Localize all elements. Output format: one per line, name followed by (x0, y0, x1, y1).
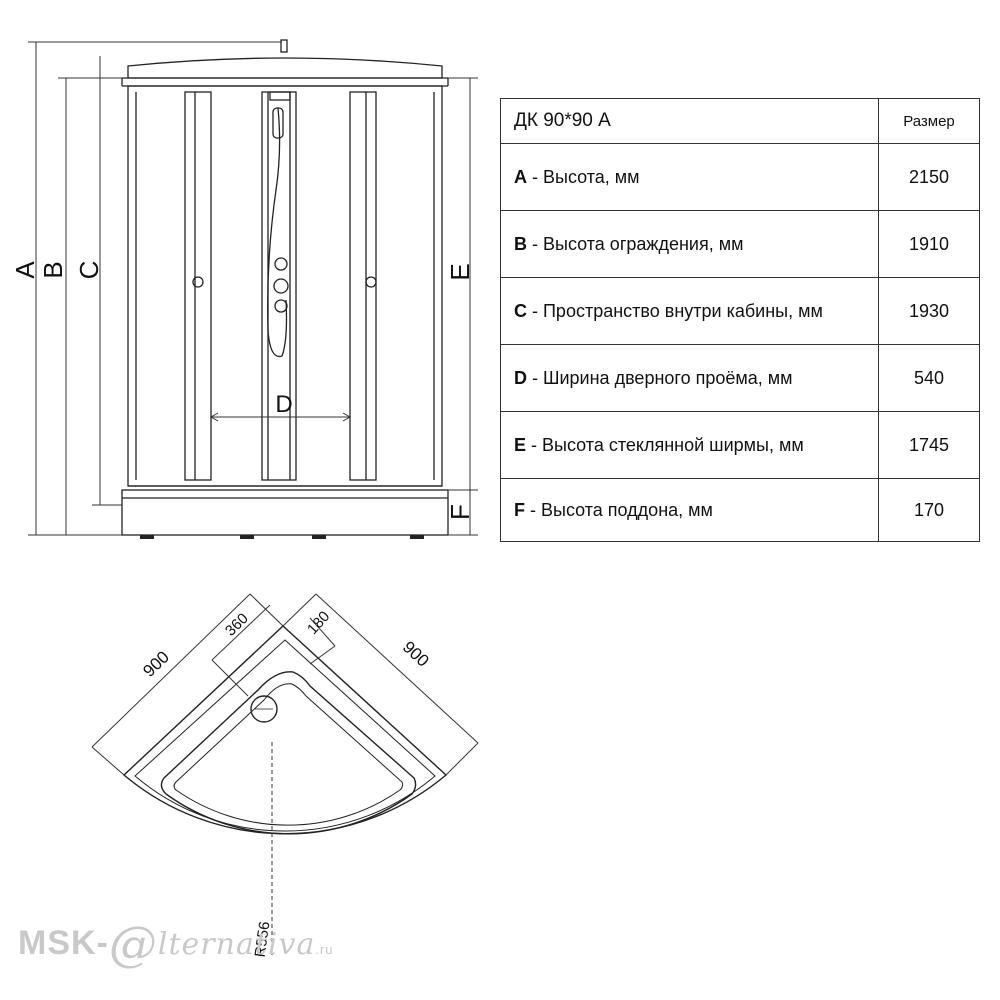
specs-table: ДК 90*90 А Размер A - Высота, мм 2150 B … (500, 98, 980, 542)
size-header: Размер (878, 98, 980, 144)
table-row: F - Высота поддона, мм 170 (500, 478, 980, 542)
table-header: ДК 90*90 А Размер (500, 98, 980, 144)
shower-tray (121, 489, 449, 536)
dim-r556: R556 (252, 920, 274, 958)
param-label: B - Высота ограждения, мм (500, 210, 879, 278)
dim-900-left: 900 (139, 647, 173, 680)
left-door-panel (184, 91, 212, 481)
param-label: C - Пространство внутри кабины, мм (500, 277, 879, 345)
massage-jet-icon (274, 299, 288, 313)
right-door-panel (349, 91, 377, 481)
front-dim-labels: A B C E F D (10, 261, 475, 520)
dim-label-a: A (10, 261, 40, 279)
tray-outline (122, 625, 448, 835)
param-value: 170 (878, 478, 980, 542)
dim-180: 180 (304, 608, 333, 638)
table-row: E - Высота стеклянной ширмы, мм 1745 (500, 411, 980, 479)
param-label: E - Высота стеклянной ширмы, мм (500, 411, 879, 479)
tray-feet (140, 535, 424, 539)
rain-shower-icon (269, 91, 291, 101)
dim-label-e: E (445, 263, 475, 280)
param-label: A - Высота, мм (500, 143, 879, 211)
param-value: 1930 (878, 277, 980, 345)
front-view (121, 39, 449, 539)
param-value: 2150 (878, 143, 980, 211)
param-value: 1910 (878, 210, 980, 278)
table-row: C - Пространство внутри кабины, мм 1930 (500, 277, 980, 345)
massage-jet-icon (273, 278, 289, 294)
param-value: 540 (878, 344, 980, 412)
dim-900-right: 900 (399, 637, 433, 670)
right-door-handle-icon (365, 276, 377, 288)
dim-360: 360 (222, 610, 252, 640)
roof-vent (280, 39, 288, 53)
dim-label-d: D (275, 391, 292, 418)
dim-label-f: F (445, 504, 475, 520)
plan-dimensions (91, 593, 479, 955)
table-row: B - Высота ограждения, мм 1910 (500, 210, 980, 278)
table-row: D - Ширина дверного проёма, мм 540 (500, 344, 980, 412)
param-label: D - Ширина дверного проёма, мм (500, 344, 879, 412)
cabin-frame (127, 85, 443, 487)
cabin-roof (127, 57, 443, 79)
dim-label-c: C (74, 261, 104, 280)
param-label: F - Высота поддона, мм (500, 478, 879, 542)
hand-shower-icon (272, 107, 284, 139)
watermark-logo: MSK-@lternativa.ru (18, 916, 334, 972)
dim-label-b: B (38, 261, 68, 278)
param-value: 1745 (878, 411, 980, 479)
drain-icon (250, 695, 278, 723)
table-row: A - Высота, мм 2150 (500, 143, 980, 211)
plan-view (122, 625, 448, 835)
left-door-handle-icon (192, 276, 204, 288)
massage-jet-icon (274, 257, 288, 271)
tray-basin (160, 671, 417, 835)
shower-hose (267, 107, 288, 358)
model-title: ДК 90*90 А (500, 98, 879, 144)
front-dimensions (28, 41, 478, 536)
